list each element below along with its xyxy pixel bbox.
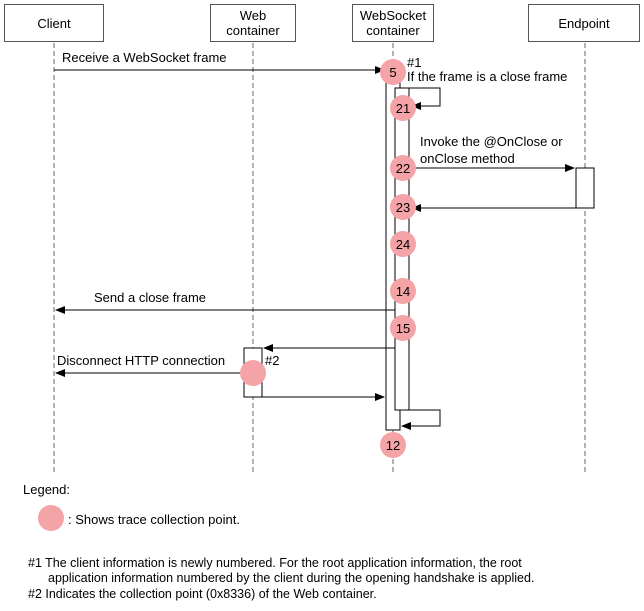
- endpoint-box: Endpoint: [528, 4, 640, 42]
- inner-end-self-arrow: [401, 409, 441, 430]
- legend-marker: [38, 505, 64, 531]
- trace-point-14-label: 14: [395, 283, 411, 299]
- trace-point-14: 14: [390, 278, 416, 304]
- invoke-onclose-label-line2: onClose method: [420, 151, 515, 166]
- trace-point-5: 5: [380, 59, 406, 85]
- trace-point-15-label: 15: [395, 320, 411, 336]
- trace-point-12-label: 12: [385, 437, 401, 453]
- send-close-frame-label: Send a close frame: [94, 290, 207, 305]
- invoke-onclose-label-line1: Invoke the @OnClose or: [420, 134, 563, 149]
- web-container-label-line1: Web: [239, 8, 267, 23]
- trace-point-24: 24: [390, 231, 416, 257]
- footnote-2: #2 Indicates the collection point (0x833…: [28, 587, 377, 601]
- close-frame-condition-label: If the frame is a close frame: [407, 69, 568, 84]
- trace-point-24-label: 24: [395, 236, 411, 252]
- websocket-container-label-line2: container: [366, 23, 420, 38]
- trace-point-22: 22: [390, 155, 416, 181]
- web-container-box: Web container: [210, 4, 296, 42]
- client-box: Client: [4, 4, 104, 42]
- note2-mark: #2: [265, 353, 280, 368]
- footnote-1-line2: application information numbered by the …: [48, 571, 535, 585]
- note1-mark: #1: [407, 55, 422, 70]
- trace-point-web-container: [240, 360, 266, 386]
- receive-frame-label: Receive a WebSocket frame: [62, 50, 227, 65]
- web-container-label-line2: container: [226, 23, 280, 38]
- legend-marker-description: : Shows trace collection point.: [68, 512, 240, 527]
- trace-point-22-label: 22: [395, 160, 411, 176]
- websocket-container-label-line1: WebSocket: [359, 8, 427, 23]
- trace-point-5-label: 5: [389, 64, 397, 80]
- trace-point-12: 12: [380, 432, 406, 458]
- legend-title: Legend:: [23, 482, 70, 497]
- trace-point-21: 21: [390, 95, 416, 121]
- endpoint-label: Endpoint: [558, 15, 610, 31]
- close-frame-self-arrow: [400, 87, 441, 110]
- trace-point-15: 15: [390, 315, 416, 341]
- client-label: Client: [37, 15, 71, 31]
- trace-point-21-label: 21: [395, 100, 411, 116]
- endpoint-activation: [575, 167, 595, 209]
- trace-point-23: 23: [390, 194, 416, 220]
- footnote-1-line1: #1 The client information is newly numbe…: [28, 556, 522, 570]
- disconnect-http-label: Disconnect HTTP connection: [57, 353, 226, 368]
- websocket-container-box: WebSocket container: [352, 4, 434, 42]
- trace-point-23-label: 23: [395, 199, 411, 215]
